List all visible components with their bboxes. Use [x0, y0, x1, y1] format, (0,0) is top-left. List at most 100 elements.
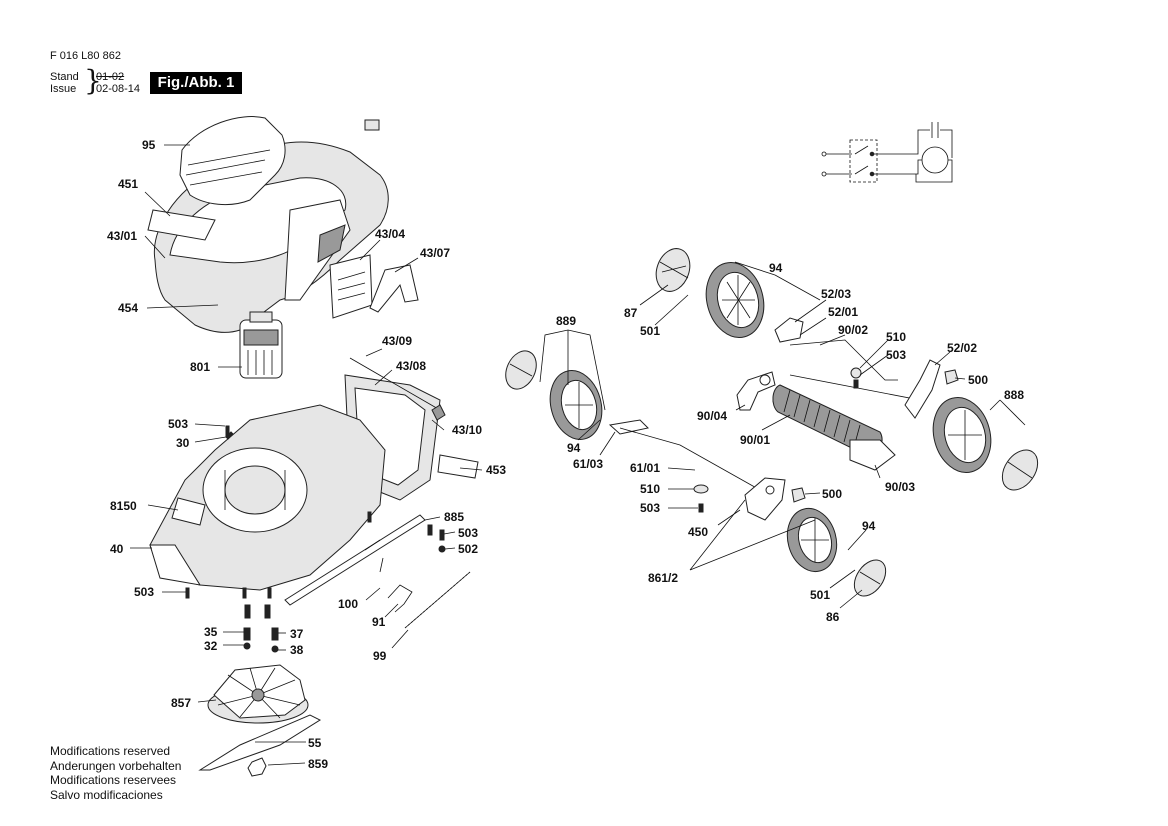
wheel-rear-left-87 — [655, 248, 691, 292]
callout-801: 801 — [190, 360, 210, 374]
callout-95: 95 — [142, 138, 156, 152]
callout-94-a: 94 — [769, 261, 783, 275]
stand-label: Stand — [50, 71, 79, 83]
callout-501-a: 501 — [640, 324, 660, 338]
callout-87: 87 — [624, 306, 638, 320]
callout-61-03: 61/03 — [573, 457, 603, 471]
callout-503-b: 503 — [458, 526, 478, 540]
callout-38: 38 — [290, 643, 304, 657]
footnote-line: Modifications reserved — [50, 744, 171, 758]
callout-503-d: 503 — [886, 348, 906, 362]
spring-100 — [379, 557, 384, 573]
wheel-94-top — [705, 262, 765, 338]
washer-510 — [693, 484, 709, 513]
bracket-90-04 — [736, 371, 776, 411]
callout-90-02: 90/02 — [838, 323, 868, 337]
clip-43-10 — [431, 404, 446, 421]
footnote-line: Anderungen vorbehalten — [50, 758, 182, 773]
wheel-front-94 — [786, 507, 887, 597]
callout-91: 91 — [372, 615, 386, 629]
callout-37: 37 — [290, 627, 304, 641]
fan-impeller — [207, 664, 309, 724]
blade — [198, 714, 322, 771]
leader-lines — [130, 144, 1026, 766]
bracket-43-07 — [369, 264, 419, 313]
callout-503-a: 503 — [168, 417, 188, 431]
cap-500-right — [944, 369, 959, 385]
wiring-schematic — [821, 122, 953, 183]
callout-43-01: 43/01 — [107, 229, 137, 243]
rear-roller — [772, 384, 896, 471]
callout-857: 857 — [171, 696, 191, 710]
callout-451: 451 — [118, 177, 138, 191]
callout-503-c: 503 — [134, 585, 154, 599]
callout-52-01: 52/01 — [828, 305, 858, 319]
motor — [239, 311, 283, 379]
callout-61-01: 61/01 — [630, 461, 660, 475]
callout-861-2: 861/2 — [648, 571, 678, 585]
callout-94-b: 94 — [567, 441, 581, 455]
callout-859: 859 — [308, 757, 328, 771]
callout-885: 885 — [444, 510, 464, 524]
nut-859 — [247, 757, 267, 777]
callout-501-b: 501 — [810, 588, 830, 602]
handle-grip — [179, 116, 380, 205]
callout-40: 40 — [110, 542, 124, 556]
callout-32: 32 — [204, 639, 218, 653]
issue-date: 02-08-14 — [96, 83, 141, 95]
callout-90-04: 90/04 — [697, 409, 727, 423]
bracket-front-450 — [744, 477, 786, 521]
document-number: F 016 L80 862 — [50, 50, 121, 62]
callout-450: 450 — [688, 525, 708, 539]
callout-43-08: 43/08 — [396, 359, 426, 373]
label-453 — [437, 454, 479, 479]
callout-510-a: 510 — [886, 330, 906, 344]
callout-8150: 8150 — [110, 499, 137, 513]
callout-889: 889 — [556, 314, 576, 328]
callout-503-e: 503 — [640, 501, 660, 515]
air-filter-43-04 — [329, 254, 373, 319]
callout-500-a: 500 — [968, 373, 988, 387]
figure-label: Fig./Abb. 1 — [150, 72, 242, 94]
callout-52-03: 52/03 — [821, 287, 851, 301]
screw-510 — [850, 367, 862, 389]
callout-43-07: 43/07 — [420, 246, 450, 260]
old-issue-date: 01-02 — [96, 71, 125, 83]
spring-99 — [404, 571, 471, 629]
callout-888: 888 — [1004, 388, 1024, 402]
clip-91 — [387, 584, 413, 613]
footnote-line: Salvo modificaciones — [50, 787, 163, 802]
callout-453: 453 — [486, 463, 506, 477]
callout-35: 35 — [204, 625, 218, 639]
callout-labels: 95 451 43/01 43/04 43/07 454 801 43/09 4… — [107, 138, 1024, 771]
callout-454: 454 — [118, 301, 138, 315]
callout-510-b: 510 — [640, 482, 660, 496]
footnote-line: Modifications reservees — [50, 773, 177, 787]
callout-90-01: 90/01 — [740, 433, 770, 447]
callout-500-b: 500 — [822, 487, 842, 501]
callout-52-02: 52/02 — [947, 341, 977, 355]
rod-43-09 — [349, 357, 441, 411]
callout-502: 502 — [458, 542, 478, 556]
wheel-889-left — [505, 350, 603, 440]
callout-43-10: 43/10 — [452, 423, 482, 437]
callout-86: 86 — [826, 610, 840, 624]
callout-55: 55 — [308, 736, 322, 750]
callout-100: 100 — [338, 597, 358, 611]
callout-99: 99 — [373, 649, 387, 663]
callout-90-03: 90/03 — [885, 480, 915, 494]
issue-label: Issue — [50, 83, 77, 95]
footnotes: Modifications reserved Anderungen vorbeh… — [50, 744, 181, 802]
callout-94-c: 94 — [862, 519, 876, 533]
screw-set — [185, 425, 446, 653]
callout-30: 30 — [176, 436, 190, 450]
callout-43-04: 43/04 — [375, 227, 405, 241]
cap-500-front — [791, 487, 806, 503]
label-451 — [147, 209, 216, 241]
wheel-888-right — [932, 397, 1039, 491]
mower-deck — [149, 404, 386, 591]
brace-glyph: } — [84, 64, 102, 97]
lever-52 — [774, 317, 941, 419]
callout-43-09: 43/09 — [382, 334, 412, 348]
